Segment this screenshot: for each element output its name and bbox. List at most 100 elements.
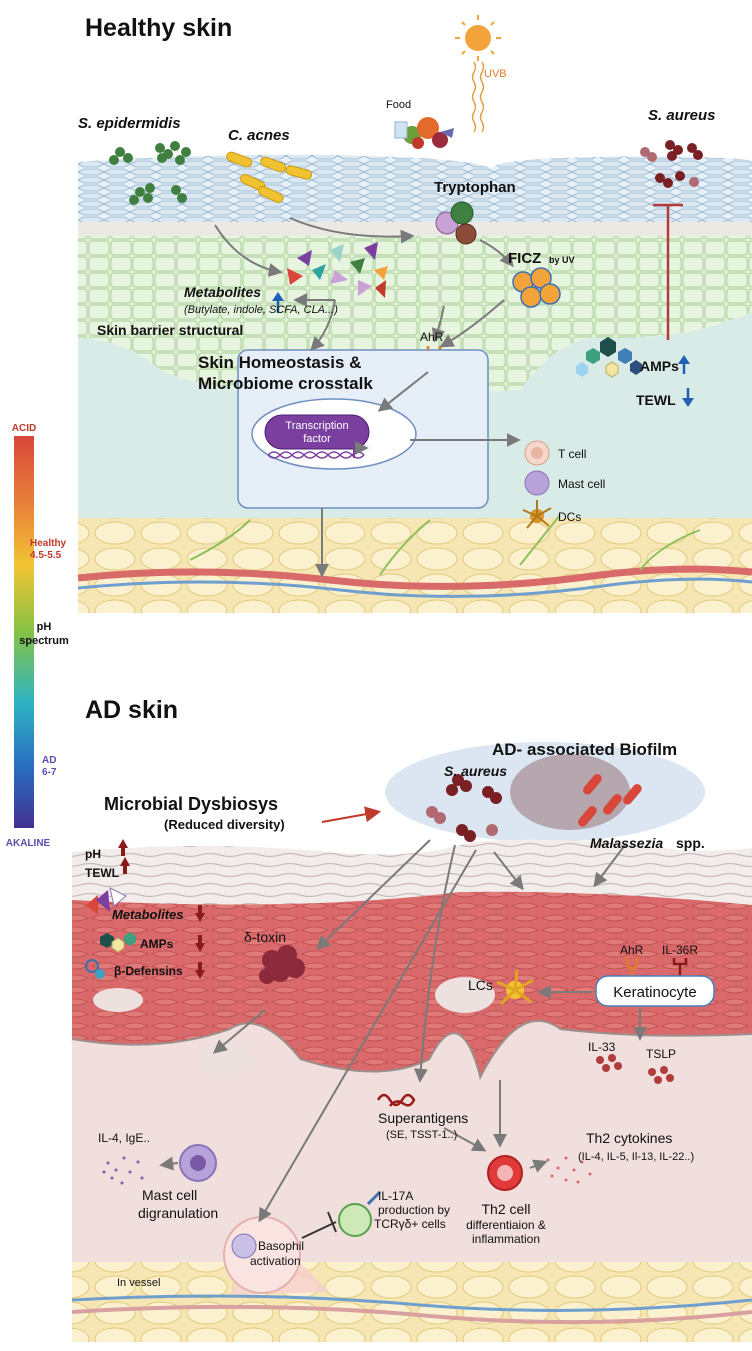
ad-arrows xyxy=(159,839,647,1223)
granular-layer xyxy=(78,222,752,236)
tewl-down-arrow xyxy=(682,388,694,407)
lcs-label: LCs xyxy=(468,977,493,993)
tryptophan-molecules xyxy=(435,201,477,245)
superantigens-icon xyxy=(376,1093,416,1107)
il17-label-3: TCRγδ+ cells xyxy=(374,1217,446,1231)
c-acnes-bacteria xyxy=(226,151,313,204)
amps-label-ad: AMPs xyxy=(140,937,174,951)
s-aureus-bacteria-ad xyxy=(426,774,502,842)
s-aureus-bacteria-healthy xyxy=(640,140,703,188)
mast-cell-label: Mast cell xyxy=(558,477,605,491)
ph-healthy-range: 4.5-5.5 xyxy=(30,550,62,561)
keratinocyte-label: Keratinocyte xyxy=(613,984,696,1001)
s-epidermidis-label: S. epidermidis xyxy=(78,115,181,132)
malassezia-label: Malassezia xyxy=(590,835,663,851)
basophil-label-1: Basophil xyxy=(258,1239,304,1253)
ad-vessel-red xyxy=(71,1304,752,1325)
ad-side-icons xyxy=(85,887,136,979)
il17-label-1: IL-17A xyxy=(378,1189,413,1203)
th2-cell-label-3: inflammation xyxy=(472,1232,540,1246)
metabolites-list: (Butylate, indole, SCFA, CLA...) xyxy=(184,304,338,316)
ph-ad-range: 6-7 xyxy=(42,767,57,778)
superantigens-sub-label: (SE, TSST-1..) xyxy=(386,1129,457,1141)
food-icon xyxy=(394,117,454,149)
food-label: Food xyxy=(386,99,411,111)
il33-dots xyxy=(596,1054,622,1072)
il17-label-2: production by xyxy=(378,1203,450,1217)
delta-toxin-label: δ-toxin xyxy=(244,929,286,945)
dcs-label: DCs xyxy=(558,510,581,524)
th2-cell-label-2: differentiaion & xyxy=(466,1218,546,1232)
ad-subcutis-fat xyxy=(72,1262,752,1342)
tcr-gd-cell-icon xyxy=(338,1203,372,1237)
il33-label: IL-33 xyxy=(588,1040,616,1054)
sun-icon xyxy=(455,15,501,61)
ph-akaline-label: AKALINE xyxy=(6,838,51,849)
tryptophan-label: Tryptophan xyxy=(434,179,516,196)
il17-inhibition xyxy=(301,1211,337,1239)
basophil-label-2: activation xyxy=(250,1254,301,1268)
healthy-title: Healthy skin xyxy=(85,14,232,42)
amps-molecules xyxy=(576,337,642,378)
ph-spectrum-label: spectrum xyxy=(19,635,69,647)
biofilm-label: AD- associated Biofilm xyxy=(492,740,677,759)
transcription-label-2: factor xyxy=(303,433,331,445)
homeostasis-title-2: Microbiome crosstalk xyxy=(198,374,373,393)
mast-degranulation-label-2: digranulation xyxy=(138,1205,218,1221)
ph-acid-label: ACID xyxy=(12,423,36,434)
blood-vessel-blue xyxy=(77,577,752,598)
ph-label-ad: pH xyxy=(85,847,101,861)
nerve-fibers xyxy=(189,514,701,576)
amps-label-healthy: AMPs xyxy=(640,358,679,374)
metabolites-label-healthy: Metabolites xyxy=(184,284,261,300)
healthy-arrows xyxy=(214,217,521,578)
basophil-icon xyxy=(231,1233,257,1259)
ph-spectrum-bar: ACID Healthy 4.5-5.5 pH spectrum AD 6-7 … xyxy=(6,423,69,849)
amps-up-arrow xyxy=(678,355,690,374)
s-aureus-label-ad: S. aureus xyxy=(444,763,507,779)
mast-cell-icon xyxy=(524,470,550,496)
blood-vessel-red xyxy=(77,565,752,590)
lc-cell-icon xyxy=(496,969,534,1006)
healthy-skin-panel: Healthy skin S. epidermidis C. acnes S. … xyxy=(77,14,752,613)
uvb-label: UVB xyxy=(484,68,507,80)
ficz-label: FICZ xyxy=(508,250,541,267)
ad-epidermis xyxy=(72,891,752,1080)
ahr-label-ad: AhR xyxy=(620,943,644,957)
defensins-label: β-Defensins xyxy=(114,964,183,978)
th2-cytokines-label: Th2 cytokines xyxy=(586,1130,672,1146)
reduced-diversity-label: (Reduced diversity) xyxy=(164,817,285,832)
transcription-factor xyxy=(264,414,370,450)
inhibition-line xyxy=(653,203,683,340)
c-acnes-label: C. acnes xyxy=(228,127,290,144)
t-cell-label: T cell xyxy=(558,447,586,461)
barrier-up-arrow xyxy=(272,292,284,313)
transcription-label-1: Transcription xyxy=(285,420,348,432)
ahr-label-healthy: AhR xyxy=(420,330,444,344)
ad-change-arrows xyxy=(118,839,205,979)
mast-granules xyxy=(102,1156,144,1185)
th2-cell-label-1: Th2 cell xyxy=(481,1201,530,1217)
by-uv-label: by UV xyxy=(549,255,575,265)
keratinocyte-box xyxy=(595,975,715,1007)
biofilm-cloud xyxy=(385,742,705,842)
ad-vessel-blue xyxy=(71,1294,752,1312)
superantigens-label: Superantigens xyxy=(378,1110,468,1126)
tslp-label: TSLP xyxy=(646,1047,676,1061)
in-vessel-label: In vessel xyxy=(117,1277,160,1289)
ph-healthy-label: Healthy xyxy=(30,538,67,549)
il36r-label: IL-36R xyxy=(662,943,698,957)
malassezia-spp-label: spp. xyxy=(676,835,705,851)
il36r-icon xyxy=(672,958,688,975)
dysbiosis-label: Microbial Dysbiosys xyxy=(104,794,278,814)
mast-degranulation-label-1: Mast cell xyxy=(142,1187,197,1203)
tslp-dots xyxy=(648,1066,674,1084)
skin-barrier-label: Skin barrier structural xyxy=(97,322,243,338)
metabolite-triangles xyxy=(287,242,388,298)
ph-gradient xyxy=(14,436,34,828)
il4-ige-label: IL-4, IgE.. xyxy=(98,1131,150,1145)
ad-skin-panel: AD skin AD- associated Biofilm S. aureus… xyxy=(71,696,752,1342)
ph-label: pH xyxy=(37,621,52,633)
ad-title: AD skin xyxy=(85,696,178,724)
